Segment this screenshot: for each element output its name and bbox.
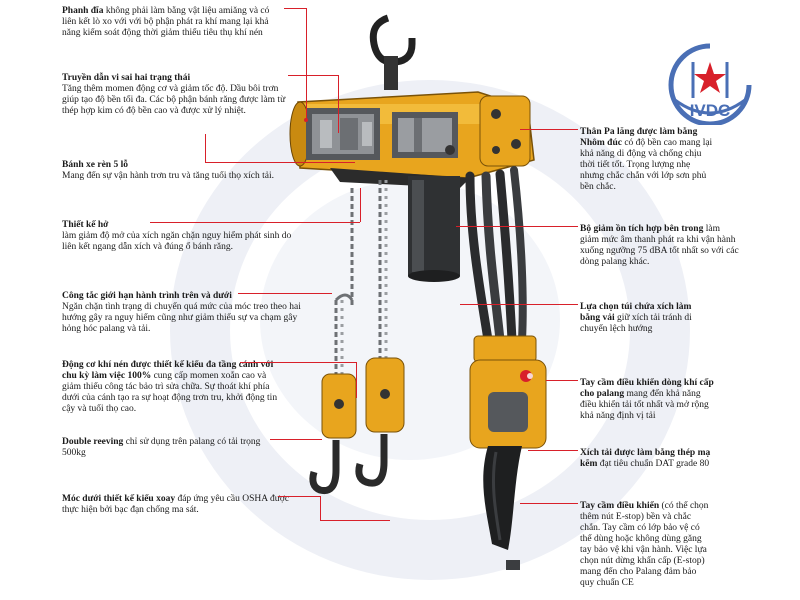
hook-block-right bbox=[355, 357, 405, 487]
load-chains bbox=[334, 180, 388, 376]
leader-pendant bbox=[520, 503, 578, 504]
leader-hook-bottom bbox=[320, 520, 390, 521]
chain-container bbox=[408, 176, 460, 282]
note-muffler: Bộ giảm ồn tích hợp bên trong làm giảm m… bbox=[580, 224, 739, 267]
note-load-chain: Xích tải được làm bằng thép mạ kẽm đạt t… bbox=[580, 448, 711, 469]
leader-limit-switch bbox=[238, 293, 332, 294]
leader-gearbox bbox=[288, 75, 338, 76]
leader-body-frame bbox=[520, 129, 578, 130]
leader-brake-drop bbox=[306, 8, 307, 120]
logo-text: IVDC bbox=[690, 101, 731, 120]
leader-load-chain bbox=[528, 450, 578, 451]
note-pendant-option: Tay cầm điều khiển dòng khí cấp cho pala… bbox=[580, 378, 714, 421]
leader-brake-dot bbox=[304, 118, 308, 122]
star-icon bbox=[694, 62, 726, 93]
leader-sprocket bbox=[205, 162, 355, 163]
note-hook: Móc dưới thiết kế kiểu xoay đáp ứng yêu … bbox=[62, 494, 290, 515]
leader-pendant-option bbox=[546, 380, 578, 381]
air-hoses bbox=[465, 166, 527, 345]
note-pendant: Tay cầm điều khiển (có thể chọn thêm nút… bbox=[580, 501, 709, 588]
leader-hook-drop bbox=[320, 496, 321, 520]
leader-hook bbox=[278, 496, 320, 497]
note-limit-switch: Công tắc giới hạn hành trình trên và dướ… bbox=[62, 291, 301, 334]
note-chain-bag: Lựa chọn túi chứa xích làm bằng vải giữ … bbox=[580, 302, 692, 334]
note-double-reeving: Double reeving chỉ sử dụng trên palang c… bbox=[62, 437, 261, 458]
leader-sprocket-drop bbox=[205, 134, 206, 162]
top-hook bbox=[369, 14, 416, 90]
leader-open-design bbox=[150, 222, 360, 223]
leader-muffler bbox=[456, 226, 578, 227]
note-body-frame: Thân Pa lăng được làm bằng Nhôm đúc có đ… bbox=[580, 127, 713, 192]
leader-motor-drop bbox=[356, 362, 357, 398]
leader-motor bbox=[240, 362, 356, 363]
note-motor: Động cơ khí nén được thiết kế kiểu đa tầ… bbox=[62, 360, 278, 414]
leader-open-design-drop bbox=[360, 188, 361, 222]
leader-brake bbox=[284, 8, 306, 9]
hook-block-left bbox=[309, 373, 357, 495]
ivdc-logo: IVDC bbox=[668, 43, 752, 125]
control-valve bbox=[469, 335, 547, 449]
leader-double-reeving bbox=[270, 439, 322, 440]
leader-gearbox-drop bbox=[338, 75, 339, 133]
leader-chain-bag bbox=[460, 304, 578, 305]
pendant-handle bbox=[483, 446, 522, 570]
note-brake: Phanh đĩa không phải làm bằng vật liệu a… bbox=[62, 6, 270, 38]
